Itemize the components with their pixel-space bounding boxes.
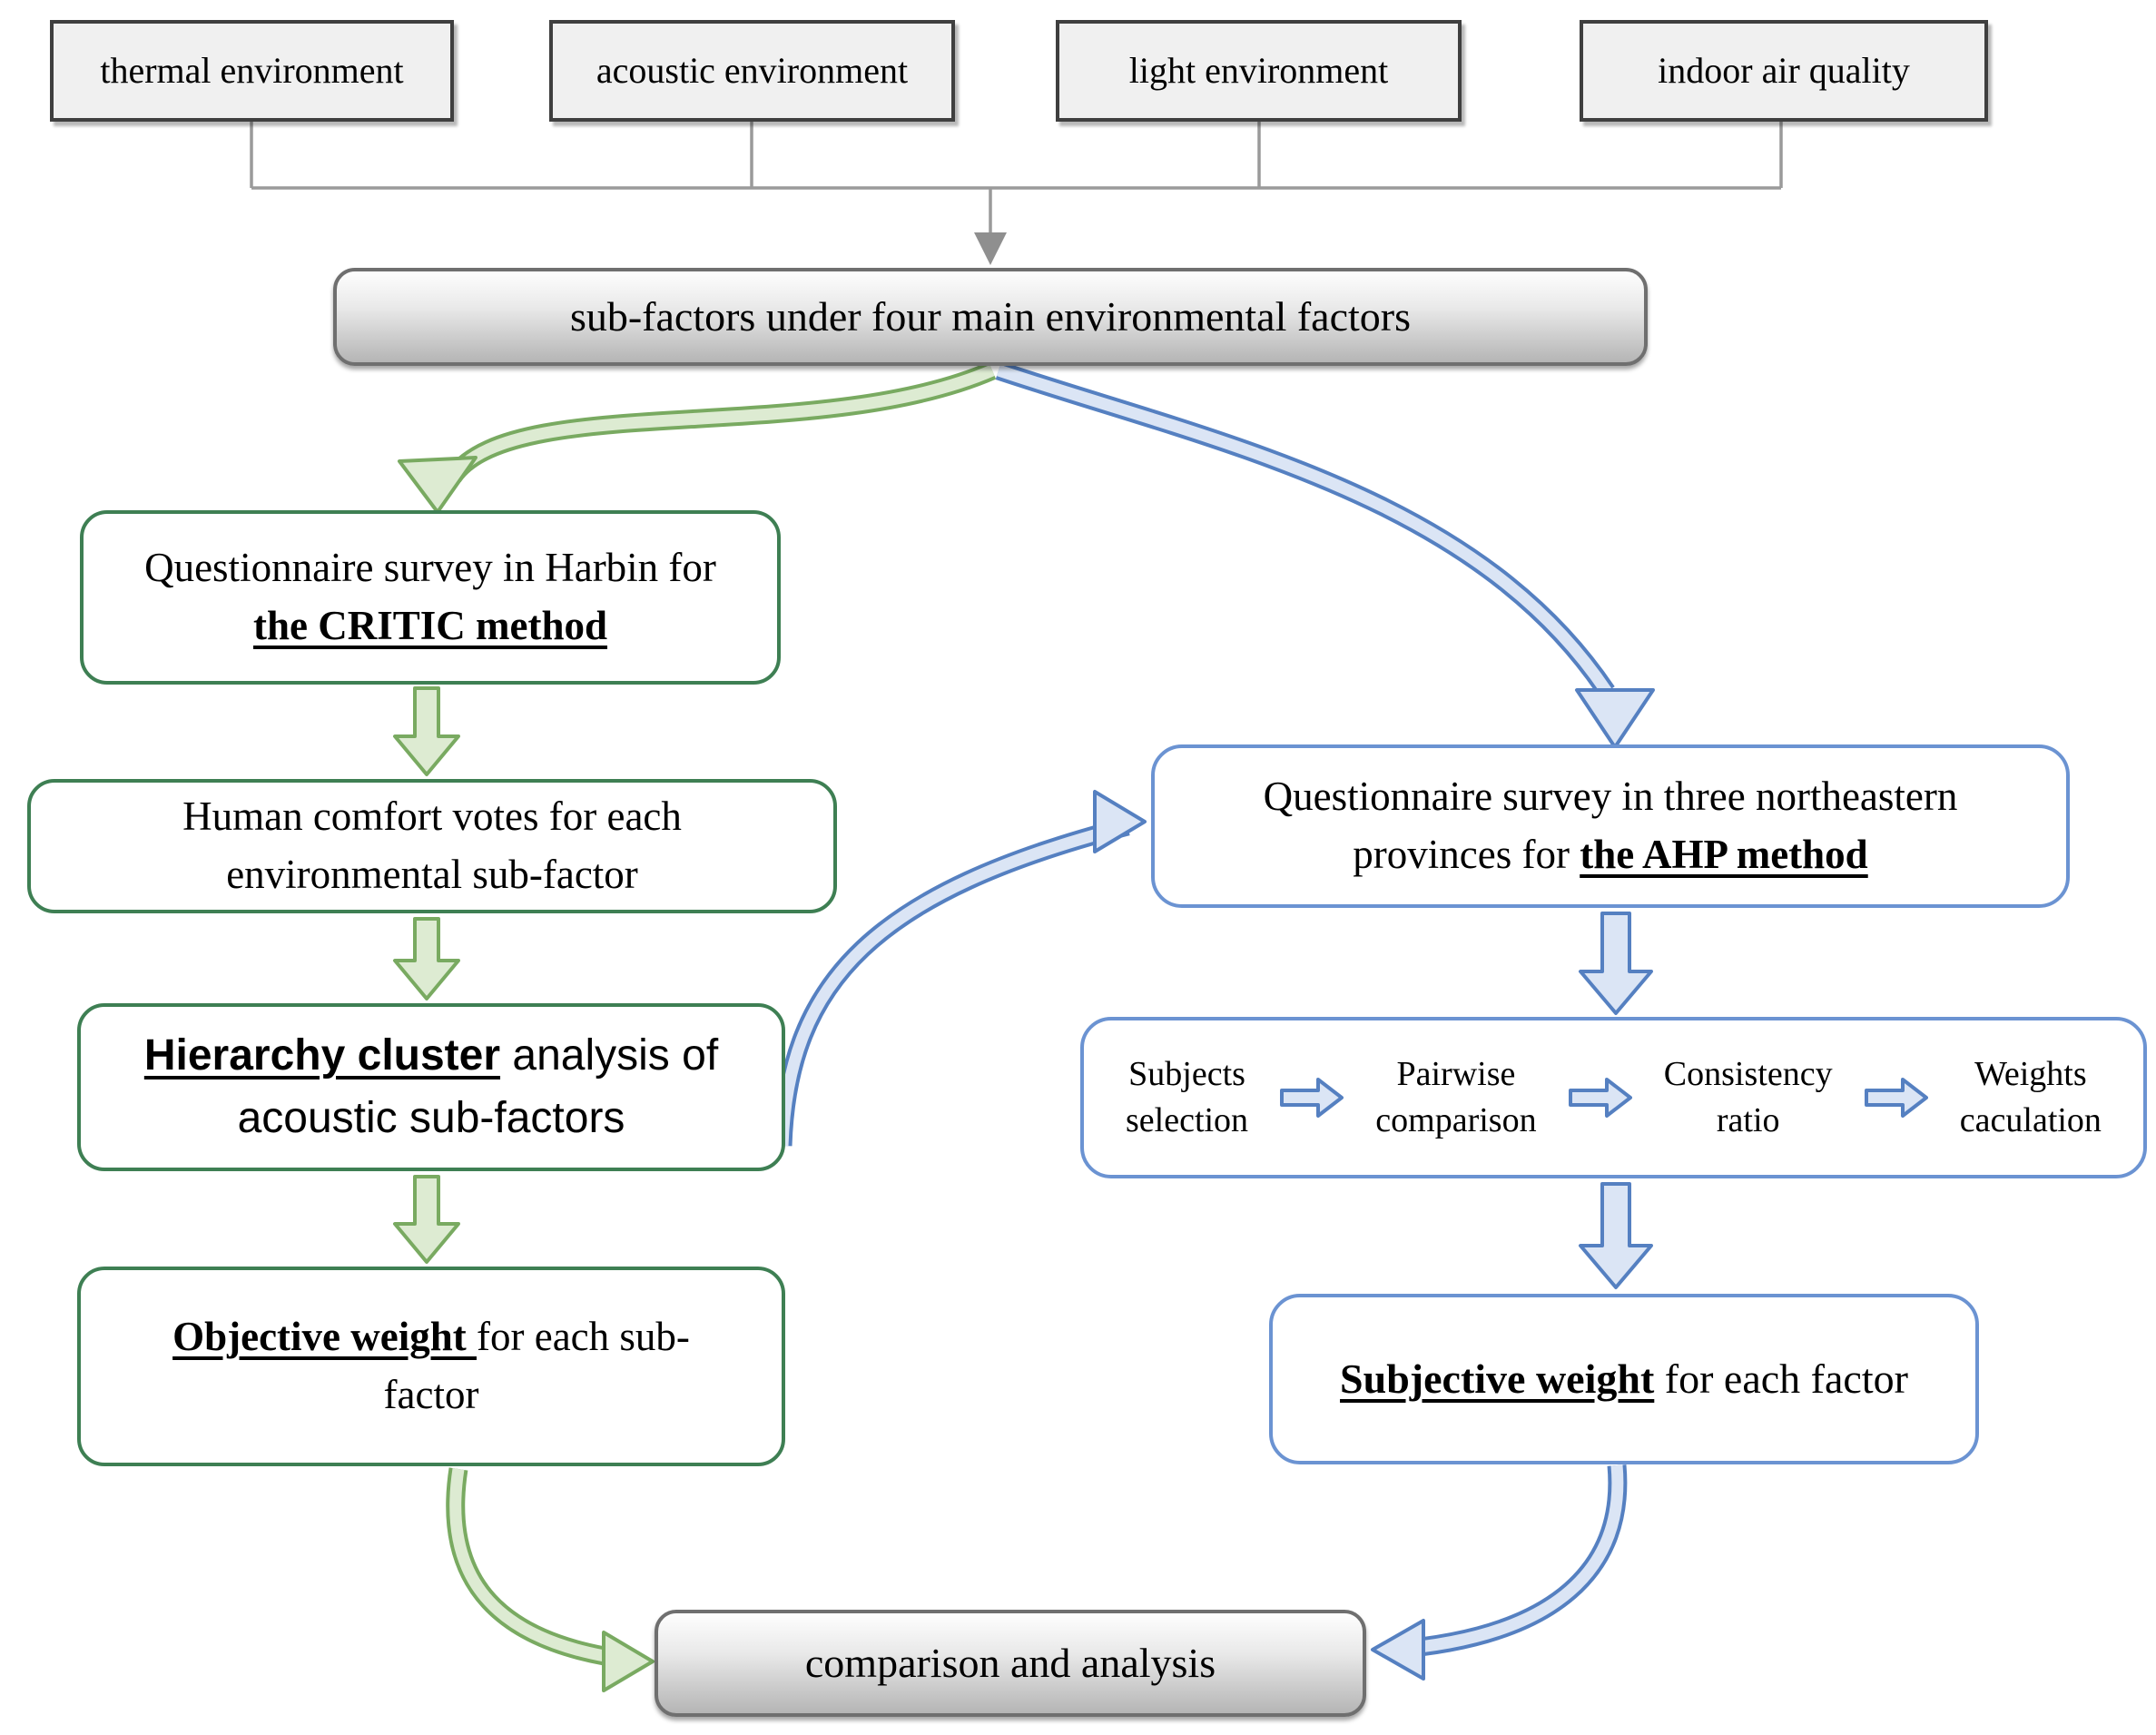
hub-box-subfactors: sub-factors under four main environmenta… xyxy=(333,268,1648,366)
hierarchy-cluster-line1: Hierarchy cluster analysis of xyxy=(144,1025,718,1087)
critic-survey-line1: Questionnaire survey in Harbin for xyxy=(144,545,716,591)
factor-box-acoustic: acoustic environment xyxy=(549,20,955,122)
step-consistency-line1: Consistency xyxy=(1663,1054,1833,1093)
comfort-votes-line2: environmental sub-factor xyxy=(226,852,638,897)
ahp-survey-box: Questionnaire survey in three northeaste… xyxy=(1151,744,2070,908)
ahp-method-emphasis: the AHP method xyxy=(1580,832,1868,877)
right-arrow-icon xyxy=(1864,1078,1928,1118)
hierarchy-cluster-line2: acoustic sub-factors xyxy=(237,1093,625,1142)
arrow-hub-to-critic-survey xyxy=(398,361,997,514)
step-pairwise-line2: comparison xyxy=(1375,1101,1537,1139)
step-pairwise-line1: Pairwise xyxy=(1396,1054,1516,1093)
subjective-weight-line: Subjective weight for each factor xyxy=(1340,1349,1908,1408)
right-arrow-icon xyxy=(1280,1078,1344,1118)
step-weights-line1: Weights xyxy=(1974,1054,2087,1093)
hierarchy-cluster-emphasis: Hierarchy cluster xyxy=(143,1031,501,1080)
step-subjects-line1: Subjects xyxy=(1128,1054,1245,1093)
subjective-weight-box: Subjective weight for each factor xyxy=(1269,1294,1979,1464)
down-arrow-icon-ahp-to-steps xyxy=(1579,912,1653,1015)
hub-label: sub-factors under four main environmenta… xyxy=(569,293,1412,340)
comfort-votes-line1: Human comfort votes for each xyxy=(182,794,682,840)
ahp-survey-line2: provinces for the AHP method xyxy=(1353,826,1867,884)
factor-label-acoustic: acoustic environment xyxy=(596,49,909,91)
right-arrow-icon xyxy=(1568,1078,1632,1118)
critic-survey-box: Questionnaire survey in Harbin for the C… xyxy=(80,510,781,685)
subjective-weight-rest: for each factor xyxy=(1654,1355,1908,1403)
arrow-cluster-to-ahp-survey xyxy=(773,790,1147,1147)
critic-survey-line2: the CRITIC method xyxy=(253,597,607,656)
ahp-steps-box: Subjects selection Pairwise comparison C… xyxy=(1080,1017,2147,1178)
objective-weight-rest: for each sub- xyxy=(477,1314,690,1360)
ahp-survey-line1: Questionnaire survey in three northeaste… xyxy=(1263,774,1958,820)
down-arrow-icon-cluster-to-objective xyxy=(393,1175,460,1264)
objective-weight-box: Objective weight for each sub- factor xyxy=(77,1267,785,1466)
step-consistency-line2: ratio xyxy=(1716,1101,1780,1139)
step-subjects-selection: Subjects selection xyxy=(1126,1051,1248,1145)
down-arrow-icon-votes-to-cluster xyxy=(393,917,460,1001)
step-pairwise-comparison: Pairwise comparison xyxy=(1375,1051,1536,1145)
step-consistency-ratio: Consistency ratio xyxy=(1664,1051,1833,1145)
factor-label-thermal: thermal environment xyxy=(100,49,404,91)
factor-label-air-quality: indoor air quality xyxy=(1658,49,1910,91)
hub-down-arrow-icon xyxy=(974,232,1007,265)
comfort-votes-box: Human comfort votes for each environment… xyxy=(27,779,837,913)
factor-label-light: light environment xyxy=(1128,49,1389,91)
step-weights-line2: caculation xyxy=(1959,1101,2102,1139)
step-weights-calculation: Weights caculation xyxy=(1960,1051,2102,1145)
hierarchy-cluster-box: Hierarchy cluster analysis of acoustic s… xyxy=(77,1003,785,1171)
comparison-analysis-label: comparison and analysis xyxy=(804,1640,1216,1687)
factor-box-light: light environment xyxy=(1056,20,1462,122)
arrow-hub-to-ahp-survey xyxy=(995,361,1655,749)
comparison-analysis-box: comparison and analysis xyxy=(655,1610,1366,1717)
factor-box-thermal: thermal environment xyxy=(50,20,454,122)
arrow-objective-to-comparison xyxy=(446,1467,655,1692)
factor-connector-lines xyxy=(250,122,1783,234)
step-subjects-line2: selection xyxy=(1126,1101,1249,1139)
down-arrow-icon-steps-to-subjective xyxy=(1579,1182,1653,1289)
factor-box-air-quality: indoor air quality xyxy=(1580,20,1988,122)
ahp-survey-line2-prefix: provinces for xyxy=(1353,832,1580,877)
subjective-weight-emphasis: Subjective weight xyxy=(1340,1355,1655,1403)
arrow-subjective-to-comparison xyxy=(1371,1464,1628,1681)
objective-weight-emphasis: Objective weight xyxy=(172,1314,477,1360)
critic-method-emphasis: the CRITIC method xyxy=(252,603,607,648)
objective-weight-line2: factor xyxy=(383,1372,479,1417)
objective-weight-line1: Objective weight for each sub- xyxy=(172,1308,690,1366)
hierarchy-cluster-rest: analysis of xyxy=(500,1031,719,1080)
down-arrow-icon-critic-to-votes xyxy=(393,686,460,776)
